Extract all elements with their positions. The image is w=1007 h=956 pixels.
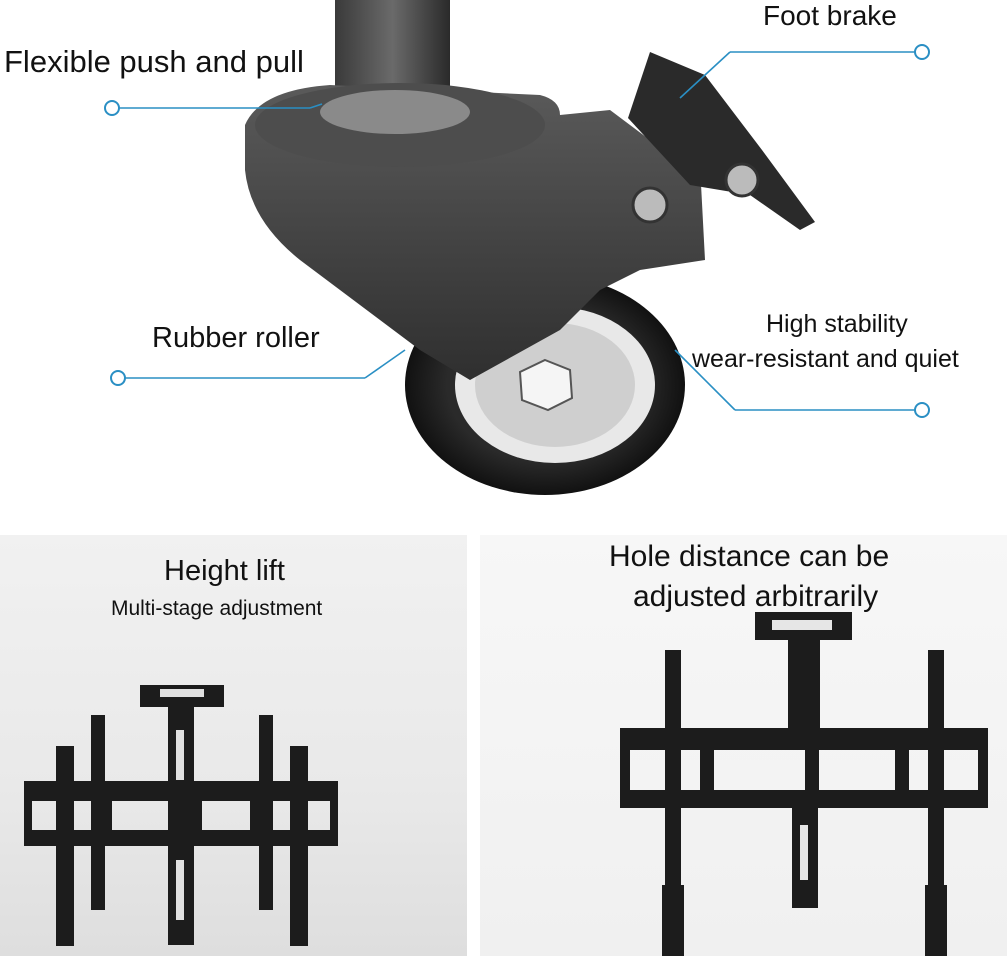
callout-dot-stability [914,402,930,418]
callout-dot-roller [110,370,126,386]
height-lift-title: Height lift [164,555,285,587]
stability-label-line2: wear-resistant and quiet [692,345,959,373]
caster-stem [335,0,450,95]
height-lift-subtitle: Multi-stage adjustment [111,597,323,620]
stability-label-line1: High stability [766,310,908,338]
hole-distance-title-line1: Hole distance can be [609,540,890,573]
foot-brake-label: Foot brake [763,0,897,31]
height-lift-panel [0,535,467,956]
caster-illustration [104,0,930,495]
hole-distance-title-line2: adjusted arbitrarily [633,580,879,613]
foot-brake-pedal [628,52,815,230]
flexible-label: Flexible push and pull [4,44,304,79]
rubber-roller-label: Rubber roller [152,322,320,354]
callout-dot-brake [914,44,930,60]
callout-dot-flexible [104,100,120,116]
